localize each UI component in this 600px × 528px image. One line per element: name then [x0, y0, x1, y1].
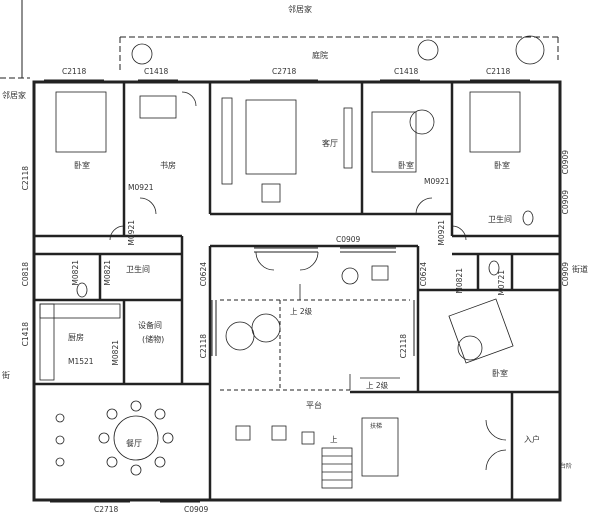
code-c2118-court-right: C2118	[399, 334, 408, 359]
room-bedroom-e: 卧室	[494, 161, 510, 170]
stair-up-bottom: 上 2级	[366, 381, 389, 390]
code-m0821-bath-w2: M0821	[103, 260, 112, 286]
code-c2718-top: C2718	[272, 67, 297, 76]
room-living: 客厅	[322, 139, 338, 148]
code-c0818-left: C0818	[21, 262, 30, 287]
code-m0821-bath-w: M0821	[71, 260, 80, 286]
room-bedroom-ne: 卧室	[398, 161, 414, 170]
code-m0821-equip: M0821	[111, 340, 120, 366]
code-c0909-right-c: C0909	[561, 262, 570, 287]
code-c1418-top-right: C1418	[394, 67, 419, 76]
room-bathroom-w: 卫生间	[126, 265, 150, 274]
code-c1418-left: C1418	[21, 322, 30, 347]
code-c1418-top-left: C1418	[144, 67, 169, 76]
room-kitchen: 厨房	[68, 333, 84, 342]
street-label-left: 街	[2, 371, 10, 380]
code-c2118-top-left: C2118	[62, 67, 87, 76]
stair-up: 上	[330, 435, 338, 444]
room-dining: 餐厅	[126, 439, 142, 448]
code-c0909-bottom: C0909	[184, 505, 209, 514]
code-c0909-right-a: C0909	[561, 150, 570, 175]
room-bathroom-e: 卫生间	[488, 215, 512, 224]
code-m0821-east: M0821	[455, 268, 464, 294]
code-m0921-left: M0921	[127, 220, 136, 246]
code-c2118-court-left: C2118	[199, 334, 208, 359]
code-m1521: M1521	[68, 357, 94, 366]
room-entrance: 入户	[524, 435, 540, 444]
code-c2118-top-right: C2118	[486, 67, 511, 76]
room-equipment-note: (储物)	[142, 335, 165, 344]
code-m0921-right: M0921	[437, 220, 446, 246]
room-bedroom-se: 卧室	[492, 369, 508, 378]
code-m0921-study: M0921	[128, 183, 154, 192]
code-c2118-left: C2118	[21, 166, 30, 191]
room-terrace: 平台	[306, 401, 322, 410]
code-c0624-right: C0624	[419, 262, 428, 287]
code-c0624-left: C0624	[199, 262, 208, 287]
neighbor-label-top: 邻居家	[288, 5, 312, 14]
code-m0721: M0721	[497, 270, 506, 296]
room-equipment: 设备间	[138, 321, 162, 330]
code-c2718-bottom: C2718	[94, 505, 119, 514]
garden-label: 庭院	[312, 51, 328, 60]
stair-up-top: 上 2级	[290, 307, 313, 316]
code-m0921-bedroom-ne: M0921	[424, 177, 450, 186]
neighbor-label-left: 邻居家	[2, 91, 26, 100]
porch-note: 台阶	[560, 463, 573, 470]
stair-note: 扶梯	[370, 423, 383, 430]
room-study: 书房	[160, 161, 176, 170]
code-c0909-court: C0909	[336, 235, 361, 244]
code-c0909-right-b: C0909	[561, 190, 570, 215]
street-label-right: 街道	[572, 265, 588, 274]
room-bedroom-nw: 卧室	[74, 161, 90, 170]
